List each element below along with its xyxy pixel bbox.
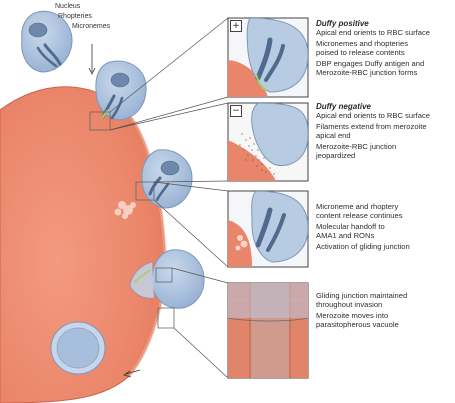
panel3-line: content release continues [316, 212, 454, 221]
panel2-line: Apical end orients to RBC surface [316, 112, 454, 121]
merozoite-attaching [96, 61, 146, 120]
plus-sign: + [230, 20, 242, 32]
label-rhoptries: Rhopteries [58, 13, 92, 21]
panel3-line: AMA1 and RONs [316, 232, 454, 241]
panel1-line: poised to release contents [316, 49, 454, 58]
merozoite-junction [142, 150, 192, 208]
panel3-line: Activation of gliding junction [316, 243, 454, 252]
panel1-line: Apical end orients to RBC surface [316, 29, 454, 38]
panel4-line: parasitopherous vacuole [316, 321, 454, 330]
label-micronemes: Micronemes [72, 23, 110, 31]
panel2-line: jeopardized [316, 152, 454, 161]
panel2-line: apical end [316, 132, 454, 141]
panel4-text: Gliding junction maintained throughout i… [316, 292, 454, 329]
panel1-text: Duffy positive Apical end orients to RBC… [316, 20, 454, 78]
panel-gliding [228, 283, 308, 378]
panel2-text: Duffy negative Apical end orients to RBC… [316, 103, 454, 161]
panel3-text: Microneme and rhoptery content release c… [316, 203, 454, 252]
minus-sign: − [230, 105, 242, 117]
label-nucleus: Nucleus [55, 3, 80, 11]
merozoite-in-vacuole [51, 322, 105, 374]
panel-junction [228, 191, 308, 267]
panel1-line: Merozoite-RBC junction forms [316, 69, 454, 78]
panel4-line: throughout invasion [316, 301, 454, 310]
